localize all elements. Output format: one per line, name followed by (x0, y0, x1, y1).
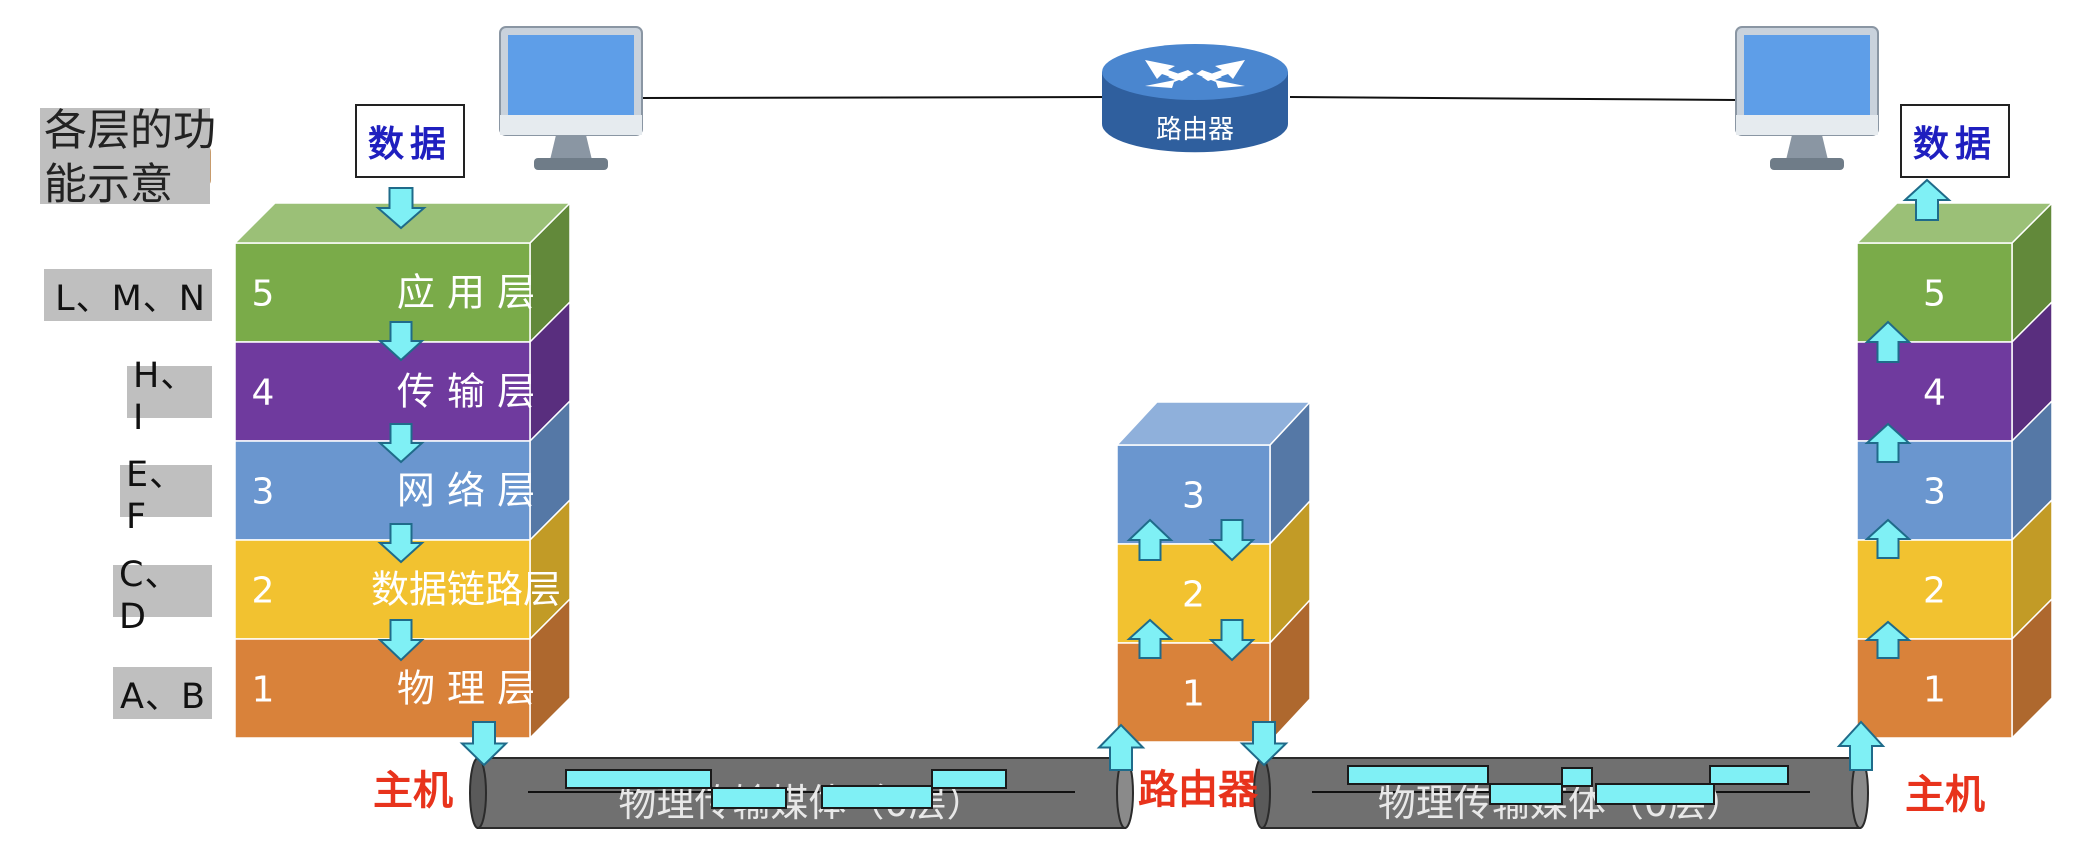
router-stack: 3 2 1 (1115, 400, 1312, 744)
router-layer-2-number: 2 (1182, 574, 1205, 615)
router-icon: 路由器 (1102, 44, 1288, 153)
right-host-layer-3-number: 3 (1923, 471, 1946, 512)
right-host-layer-2-number: 2 (1923, 570, 1946, 611)
label-host-right: 主机 (1905, 772, 1985, 818)
left-computer-icon (499, 26, 643, 170)
label-router: 路由器 (1138, 767, 1258, 813)
signal-pulse (1595, 783, 1715, 805)
right-host-layer-4-number: 4 (1923, 372, 1946, 413)
arrow-down-l4-to-l3 (377, 423, 425, 464)
label-host-left: 主机 (373, 768, 453, 814)
left-host-layer-5-number: 5 (252, 273, 275, 314)
left-host-stack: 5 应 用 层 4 传 输 层 3 网 络 层 2 数据链路层 1 物 理 层 (233, 201, 572, 740)
arrow-up-r2-to-r3 (1864, 518, 1912, 559)
right-host-layer-4: 4 (1856, 300, 2053, 443)
data-box-left: 数据 (355, 104, 465, 178)
signal-pulse (821, 785, 933, 809)
router-layer-1-number: 1 (1182, 673, 1205, 714)
legend-line-2: 能示意 (44, 160, 173, 210)
arrow-down-l3-to-l2 (377, 523, 425, 564)
side-label-l-m-n: L、M、N (44, 269, 212, 321)
physical-media-pipes: 物理传输媒体（0层） 物理传输媒体（0层） (469, 757, 1869, 829)
router-layer-2: 2 (1116, 499, 1311, 645)
left-host-layer-1-name: 物 理 层 (397, 667, 535, 711)
arrow-up-r1-to-r2 (1864, 620, 1912, 659)
arrow-down-router-l2-l1 (1208, 619, 1256, 662)
right-host-layer-5: 5 (1856, 201, 2053, 344)
signal-pulse (1489, 783, 1563, 805)
signal-pulse (1561, 767, 1593, 787)
link-line-right (1289, 96, 1737, 101)
side-label-c-d: C、D (113, 555, 212, 637)
legend-text: 各层的功 能示意 (44, 104, 216, 212)
arrow-down-l5-to-l4 (377, 321, 425, 362)
left-host-layer-3-number: 3 (252, 471, 275, 512)
arrow-up-router-l1-l2 (1126, 618, 1174, 659)
arrow-down-l1-to-media (459, 721, 509, 767)
left-host-layer-1: 1 物 理 层 (234, 597, 571, 740)
left-host-layer-1-number: 1 (252, 669, 275, 710)
left-host-layer-2-number: 2 (252, 570, 275, 611)
signal-pulse (931, 769, 1007, 789)
signal-pulse (565, 769, 712, 789)
physical-media-left: 物理传输媒体（0层） (469, 757, 1134, 829)
arrow-up-r3-to-r4 (1864, 422, 1912, 463)
legend-line-1: 各层的功 (44, 106, 216, 156)
data-box-right: 数据 (1900, 104, 2010, 178)
link-line-left (639, 96, 1111, 99)
arrow-up-r4-to-r5 (1864, 320, 1912, 363)
arrow-down-l2-to-l1 (377, 619, 425, 662)
flow-arrows (375, 178, 1952, 771)
left-host-layer-2: 2 数据链路层 (234, 498, 571, 641)
left-host-layer-5: 5 应 用 层 (234, 201, 571, 344)
left-host-layer-4-name: 传 输 层 (397, 370, 535, 414)
arrow-up-media-to-router (1096, 723, 1146, 771)
left-host-layer-4-number: 4 (252, 372, 275, 413)
arrow-down-router-l3-l2 (1208, 519, 1256, 562)
right-host-layer-5-number: 5 (1923, 273, 1946, 314)
right-host-layer-1-number: 1 (1923, 669, 1946, 710)
signal-pulse (1709, 765, 1789, 785)
arrow-up-media-to-r1 (1836, 720, 1886, 771)
left-host-layer-4: 4 传 输 层 (234, 300, 571, 443)
legend-box (40, 108, 210, 204)
arrow-down-data-to-l5 (375, 187, 427, 230)
router-layer-3-number: 3 (1182, 475, 1205, 516)
right-host-top-face (1855, 202, 2054, 244)
left-host-layer-2-name: 数据链路层 (371, 568, 561, 612)
signal-pulse (711, 787, 787, 809)
router-layer-3: 3 (1116, 400, 1311, 546)
physical-media-right: 物理传输媒体（0层） (1253, 757, 1869, 829)
router-layer-1: 1 (1116, 598, 1311, 744)
arrow-up-r5-to-data (1902, 178, 1952, 221)
side-label-h-i: H、I (127, 356, 212, 438)
right-computer-icon (1735, 26, 1879, 170)
arrow-up-router-l2-l3 (1126, 518, 1174, 561)
left-host-layer-5-name: 应 用 层 (397, 271, 535, 315)
left-host-layer-3: 3 网 络 层 (234, 399, 571, 542)
side-label-e-f: E、F (120, 455, 212, 537)
arrow-down-router-to-media (1239, 721, 1289, 767)
router-icon-label: 路由器 (1156, 115, 1234, 145)
router-top-face (1115, 401, 1312, 446)
left-host-layer-3-name: 网 络 层 (397, 469, 535, 513)
side-label-a-b: A、B (113, 667, 212, 719)
signal-pulse (1347, 765, 1489, 785)
